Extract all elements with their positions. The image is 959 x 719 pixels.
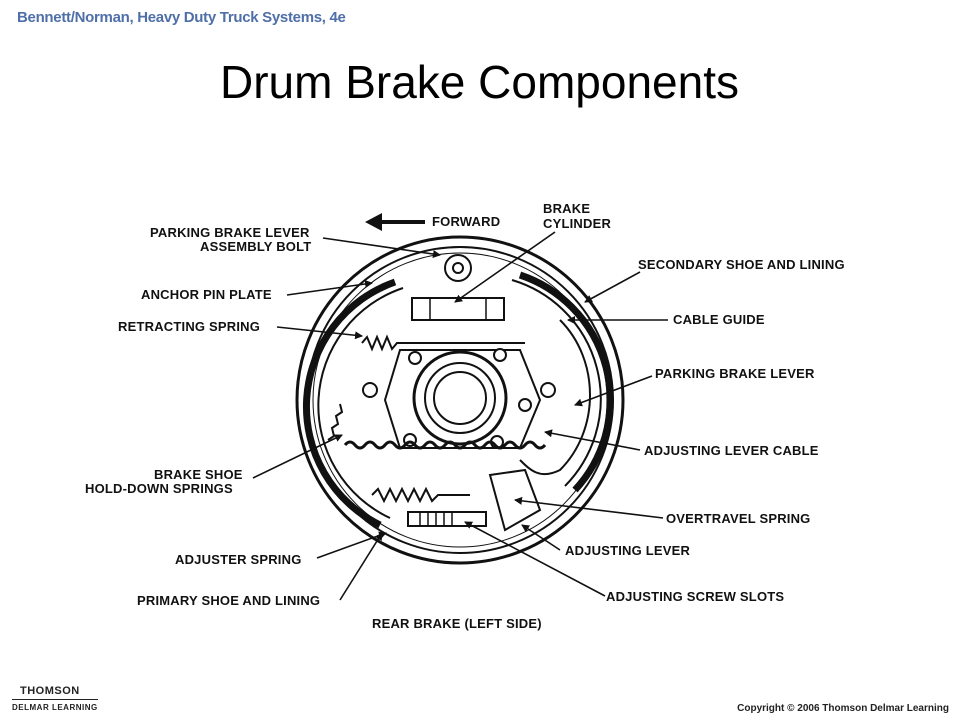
- label-brake-cylinder-1: BRAKE: [543, 201, 590, 216]
- leader-adjusting-lever: [521, 524, 561, 551]
- leader-adjusting-lever-cable: [544, 429, 641, 451]
- leader-brake-cylinder: [454, 231, 556, 303]
- label-adjuster-spring: ADJUSTER SPRING: [175, 552, 302, 567]
- leader-retracting-spring: [276, 326, 363, 340]
- label-cable-guide: CABLE GUIDE: [673, 312, 765, 327]
- anchor-pin: [444, 254, 472, 282]
- label-adjusting-lever: ADJUSTING LEVER: [565, 543, 690, 558]
- leader-primary-shoe: [339, 532, 383, 601]
- label-parking-brake-lever: PARKING BRAKE LEVER: [655, 366, 815, 381]
- label-parking-brake-lever-bolt-1: PARKING BRAKE LEVER: [150, 225, 310, 240]
- adjusting-cable: [519, 319, 591, 476]
- overtravel-spring: [343, 440, 547, 450]
- leader-secondary-shoe: [584, 271, 641, 303]
- forward-label: FORWARD: [432, 214, 500, 229]
- delmar-logo: DELMAR LEARNING: [12, 703, 98, 712]
- label-brake-cylinder-2: CYLINDER: [543, 216, 611, 231]
- leader-overtravel-spring: [514, 496, 664, 519]
- retracting-spring: [361, 334, 525, 352]
- forward-arrow: [365, 213, 425, 231]
- label-overtravel-spring: OVERTRAVEL SPRING: [666, 511, 811, 526]
- leader-hold-down-springs: [252, 434, 343, 479]
- leader-assembly-bolt: [322, 237, 441, 258]
- wheel-cylinder: [411, 297, 505, 321]
- logo-divider: [12, 699, 98, 700]
- label-secondary-shoe: SECONDARY SHOE AND LINING: [638, 257, 845, 272]
- thomson-logo: THOMSON: [20, 685, 80, 697]
- label-brake-shoe-1: BRAKE SHOE: [154, 467, 243, 482]
- secondary-shoe: [518, 271, 614, 493]
- primary-shoe: [302, 278, 397, 529]
- leader-parking-brake-lever: [574, 375, 653, 407]
- hold-down-pin-right: [540, 382, 556, 398]
- slide-title: Drum Brake Components: [220, 56, 739, 108]
- leader-anchor-pin-plate: [286, 280, 373, 296]
- hold-down-pin-left: [362, 382, 378, 398]
- label-anchor-pin-plate: ANCHOR PIN PLATE: [141, 287, 272, 302]
- adjusting-screw: [407, 511, 487, 527]
- label-retracting-spring: RETRACTING SPRING: [118, 319, 260, 334]
- book-title: Bennett/Norman, Heavy Duty Truck Systems…: [17, 9, 346, 26]
- copyright: Copyright © 2006 Thomson Delmar Learning: [737, 703, 949, 714]
- axle-hub: [383, 348, 542, 449]
- leader-adjuster-spring: [316, 531, 387, 559]
- label-adjusting-lever-cable: ADJUSTING LEVER CABLE: [644, 443, 819, 458]
- label-primary-shoe: PRIMARY SHOE AND LINING: [137, 593, 320, 608]
- adjuster-spring: [371, 486, 470, 504]
- label-brake-shoe-2: HOLD-DOWN SPRINGS: [85, 481, 233, 496]
- leader-adjusting-screw-slots: [464, 521, 606, 597]
- diagram-caption: REAR BRAKE (LEFT SIDE): [372, 616, 542, 631]
- label-adjusting-screw-slots: ADJUSTING SCREW SLOTS: [606, 589, 784, 604]
- hold-down-spring-left: [327, 403, 344, 441]
- label-parking-brake-lever-bolt-2: ASSEMBLY BOLT: [200, 239, 311, 254]
